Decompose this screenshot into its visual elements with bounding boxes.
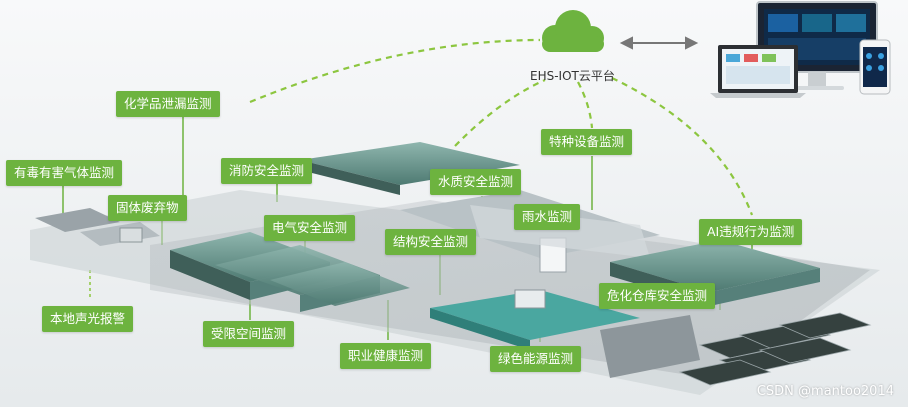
label-rainwater: 雨水监测 [514,204,581,230]
label-hazmat-warehouse: 危化仓库安全监测 [599,283,716,309]
label-local-alarm: 本地声光报警 [42,306,134,332]
bidirectional-arrow-icon [619,36,699,50]
label-electrical-safety: 电气安全监测 [264,215,356,241]
conveyor-line [430,289,700,378]
label-water-quality: 水质安全监测 [430,169,522,195]
label-fire-safety: 消防安全监测 [221,158,313,184]
device-laptop [710,45,806,98]
cloud-icon [542,10,604,52]
left-equipment [35,208,160,246]
glass-tables [678,312,872,386]
label-chemical-leak: 化学品泄漏监测 [116,91,220,117]
label-ai-violation: AI违规行为监测 [699,219,803,245]
label-solid-waste: 固体废弃物 [108,195,187,221]
label-green-energy: 绿色能源监测 [490,346,582,372]
label-occupational-health: 职业健康监测 [340,343,432,369]
cloud-platform-label: EHS-IOT云平台 [530,69,615,83]
label-toxic-gas: 有毒有害气体监测 [6,160,123,186]
label-confined-space: 受限空间监测 [203,321,295,347]
cloud-links [89,38,754,300]
storage-racks-left [170,232,410,312]
label-special-equipment: 特种设备监测 [541,129,633,155]
device-phone [859,39,891,95]
label-structural-safety: 结构安全监测 [385,229,477,255]
watermark: CSDN @mantoo2014 [756,384,894,399]
